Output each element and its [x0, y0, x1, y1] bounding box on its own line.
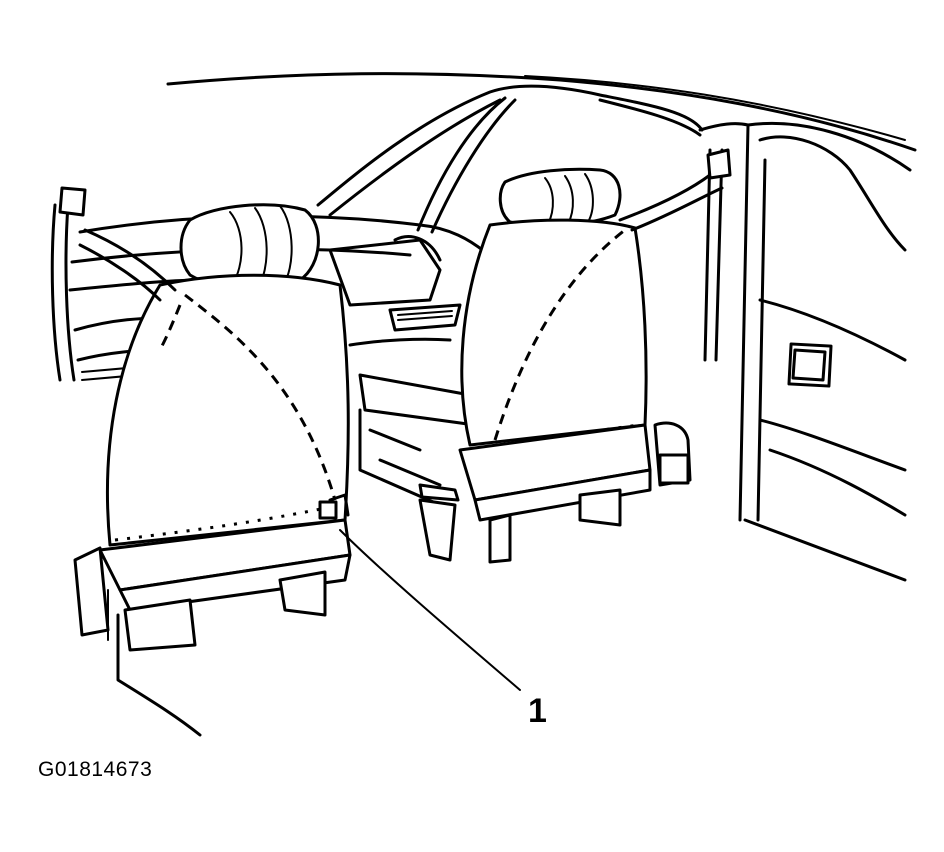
passenger-belt	[618, 148, 732, 232]
figure-id: G01814673	[38, 758, 153, 781]
driver-belt	[50, 186, 177, 382]
passenger-seat	[458, 167, 692, 564]
wiring-harness	[107, 589, 202, 737]
rear-door	[743, 121, 912, 582]
windshield-frame	[316, 84, 704, 234]
vehicle-roof	[166, 72, 917, 152]
callout-1: 1	[339, 529, 547, 730]
driver-seat	[73, 203, 352, 652]
b-pillar	[698, 122, 750, 522]
callout-1-label: 1	[528, 692, 547, 730]
center-console	[358, 373, 477, 562]
